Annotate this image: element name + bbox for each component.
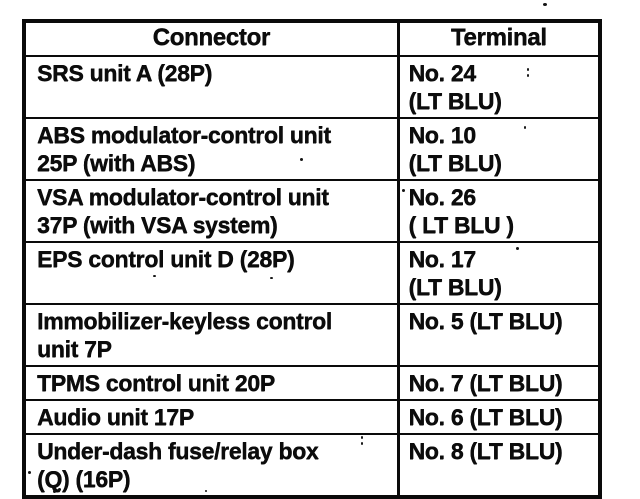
table-row: Under-dash fuse/relay box (Q) (16P) No. … [23, 433, 601, 498]
scan-speck [527, 68, 529, 71]
scan-speck [300, 158, 303, 161]
scan-speck [543, 3, 547, 6]
table-row: EPS control unit D (28P) No. 17 (LT BLU) [23, 241, 601, 305]
table-row: Immobilizer-keyless control unit 7P No. … [23, 303, 601, 367]
scan-speck [28, 471, 31, 474]
table-row: Audio unit 17P No. 6 (LT BLU) [23, 399, 601, 435]
connector-cell: VSA modulator-control unit 37P (with VSA… [23, 179, 400, 243]
terminal-cell: No. 6 (LT BLU) [397, 399, 601, 435]
connector-cell: ABS modulator-control unit 25P (with ABS… [23, 117, 400, 181]
table-row: ABS modulator-control unit 25P (with ABS… [23, 117, 601, 181]
scan-speck [361, 436, 363, 439]
scan-speck [58, 488, 61, 491]
terminal-cell: No. 7 (LT BLU) [397, 365, 601, 401]
connector-cell: TPMS control unit 20P [23, 365, 400, 401]
table-row: SRS unit A (28P) No. 24 (LT BLU) [23, 55, 601, 119]
terminal-cell: No. 5 (LT BLU) [397, 303, 601, 367]
terminal-cell: No. 26 ( LT BLU ) [397, 179, 601, 243]
scan-speck [524, 126, 526, 129]
scan-speck [516, 247, 519, 250]
column-header-connector: Connector [23, 20, 400, 57]
scan-speck [527, 74, 529, 77]
connector-cell: SRS unit A (28P) [23, 55, 400, 119]
scan-speck [270, 277, 273, 279]
connector-cell: Immobilizer-keyless control unit 7P [23, 303, 400, 367]
scan-speck [402, 189, 405, 192]
scan-speck [361, 442, 363, 445]
terminal-cell: No. 24 (LT BLU) [397, 55, 601, 119]
scan-speck [205, 490, 207, 492]
scan-speck [153, 275, 156, 277]
connector-terminal-table: Connector Terminal SRS unit A (28P) No. … [22, 19, 602, 499]
table-body: SRS unit A (28P) No. 24 (LT BLU) ABS mod… [23, 55, 601, 498]
table-row: VSA modulator-control unit 37P (with VSA… [23, 179, 601, 243]
table-row: TPMS control unit 20P No. 7 (LT BLU) [23, 365, 601, 401]
table-header-row: Connector Terminal [23, 20, 601, 57]
terminal-cell: No. 10 (LT BLU) [397, 117, 601, 181]
terminal-cell: No. 17 (LT BLU) [397, 241, 601, 305]
connector-cell: Under-dash fuse/relay box (Q) (16P) [23, 433, 400, 498]
scan-speck [53, 490, 56, 493]
terminal-cell: No. 8 (LT BLU) [397, 433, 601, 498]
connector-cell: EPS control unit D (28P) [23, 241, 400, 305]
column-header-terminal: Terminal [397, 20, 601, 57]
connector-cell: Audio unit 17P [23, 399, 400, 435]
